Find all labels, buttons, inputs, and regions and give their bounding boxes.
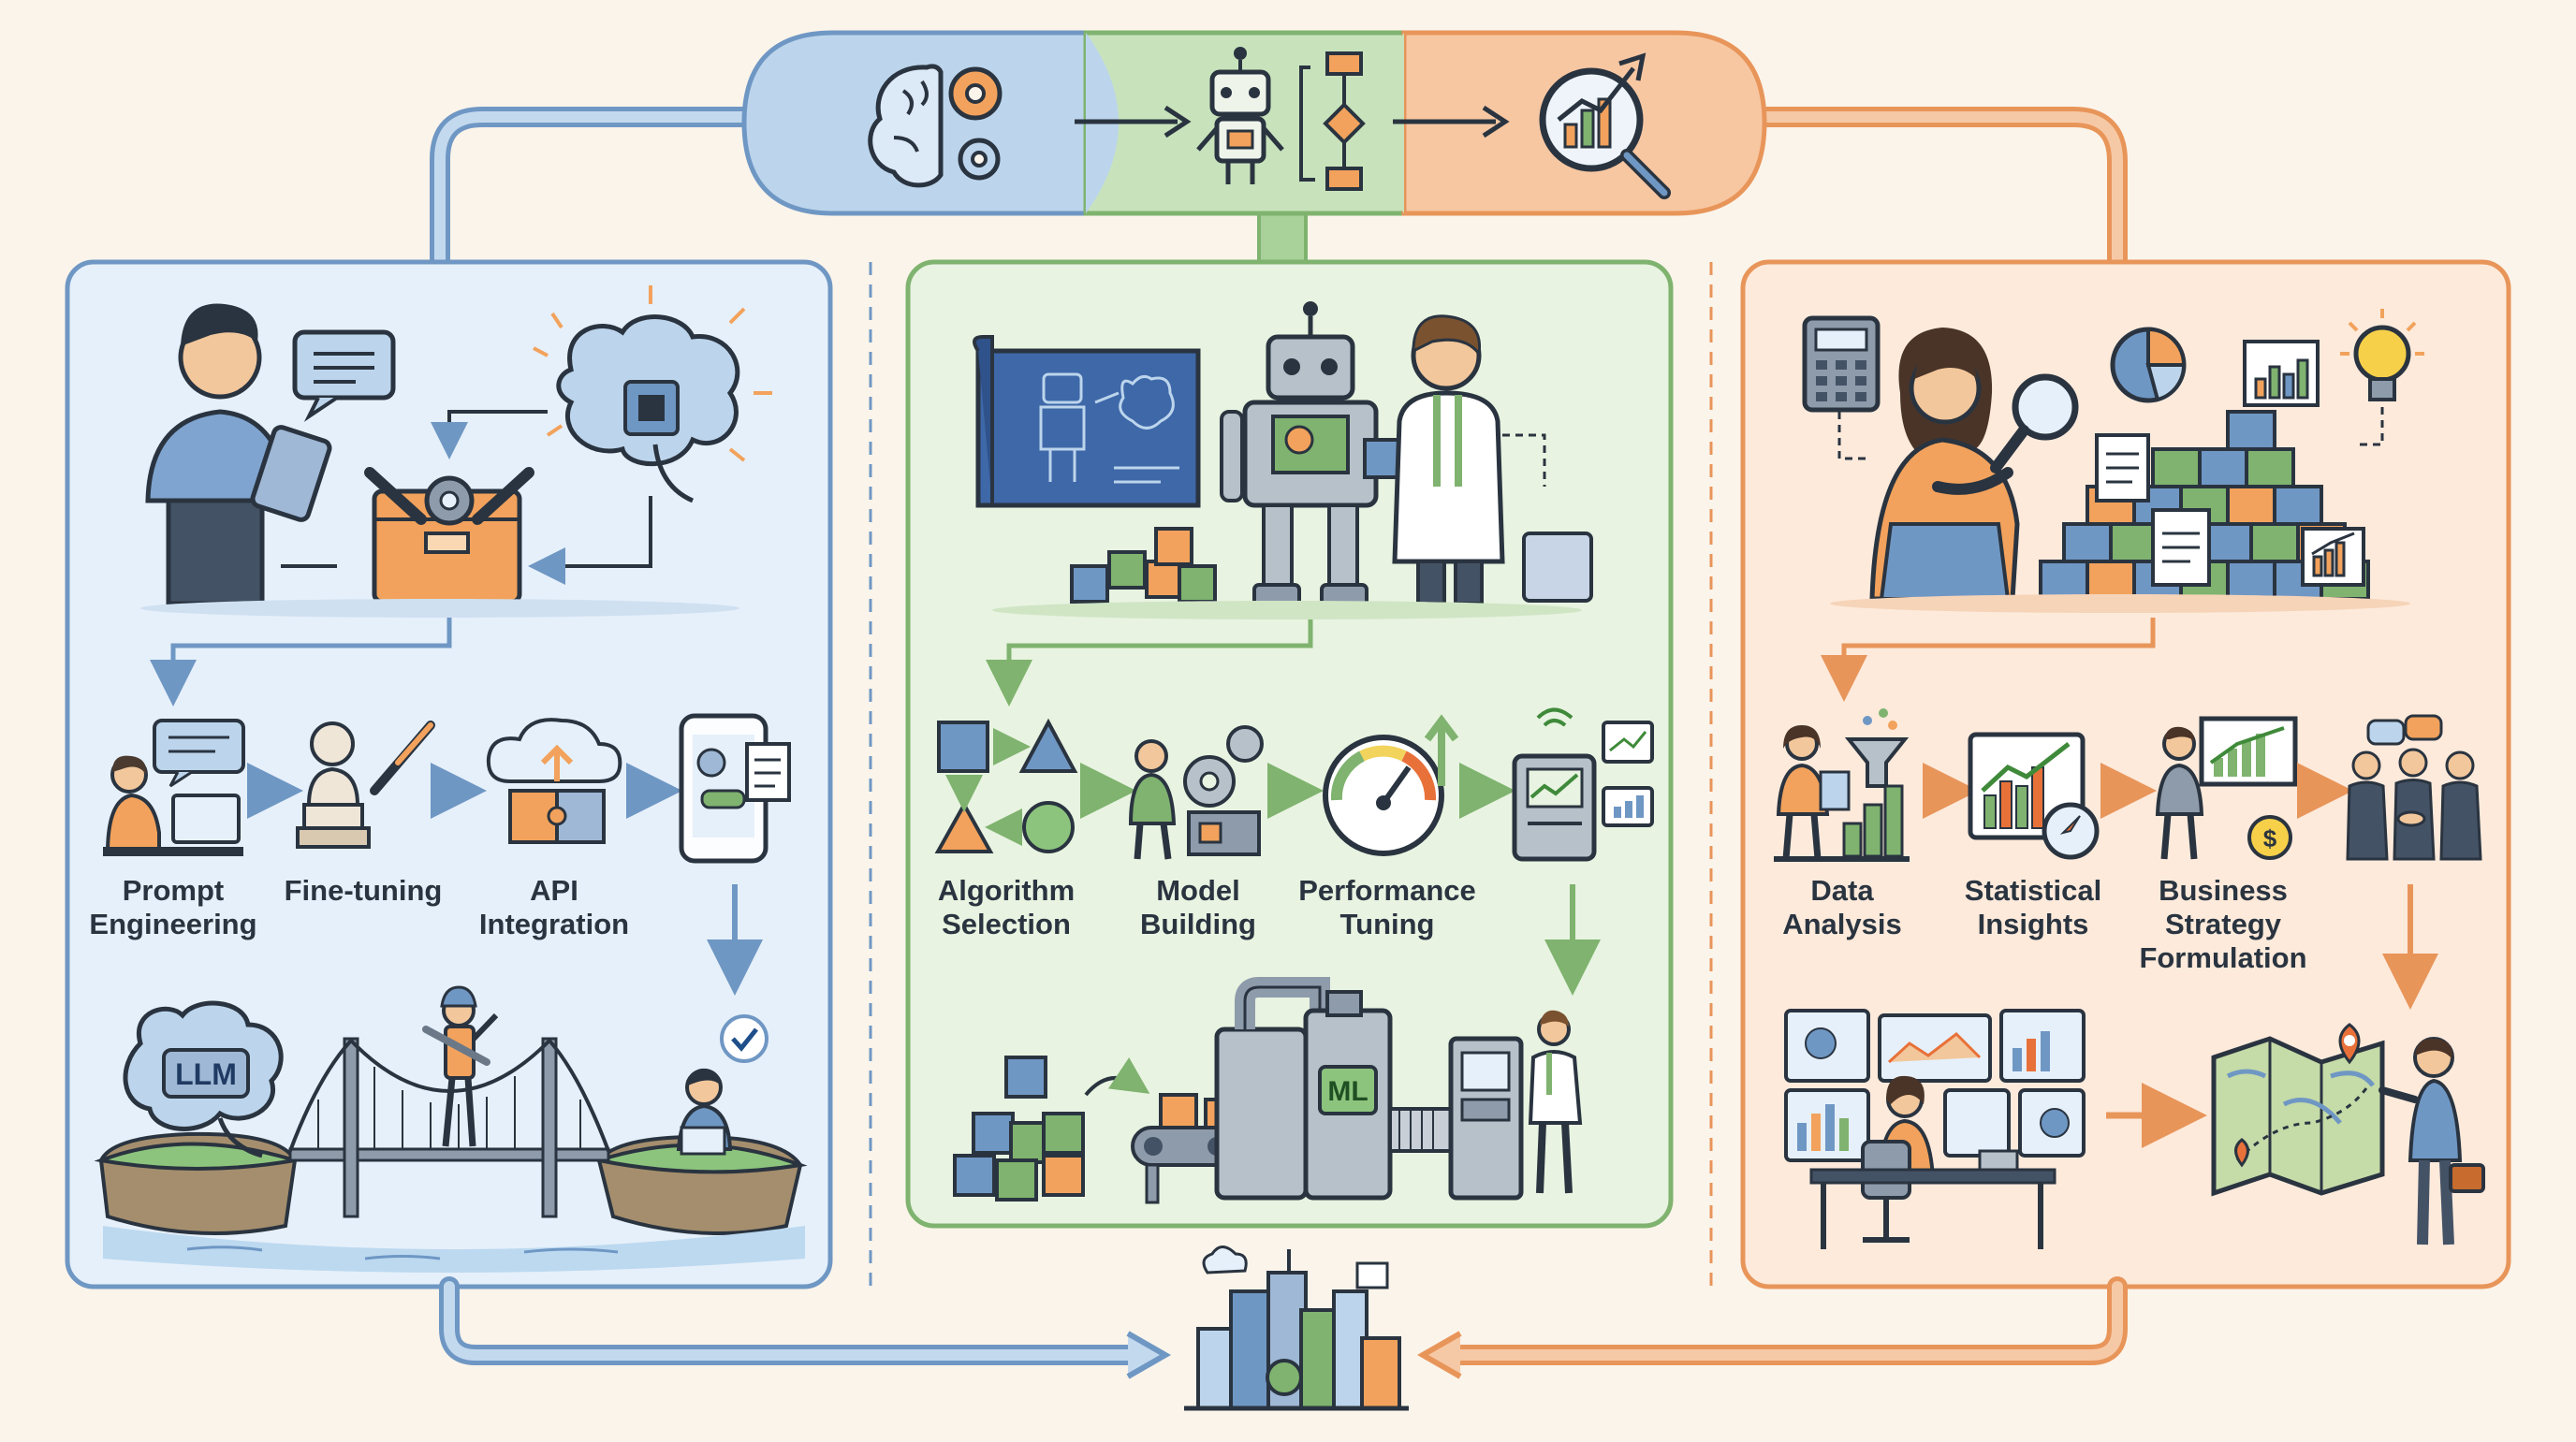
person-tablet-icon bbox=[145, 303, 396, 606]
step-label: Analysis bbox=[1782, 908, 1902, 940]
brain-gears-icon bbox=[868, 64, 1003, 188]
step-label: Tuning bbox=[1340, 908, 1435, 940]
blueprint-icon bbox=[973, 335, 1201, 508]
step-label: Engineering bbox=[89, 908, 256, 940]
scientist-icon bbox=[1392, 314, 1593, 605]
llm-bridge-scene: LLM bbox=[94, 985, 808, 1273]
pie-chart-icon bbox=[2110, 327, 2187, 403]
step-label: Data bbox=[1810, 874, 1874, 907]
prompt-engineering-icon bbox=[103, 719, 245, 856]
step-label: Integration bbox=[479, 908, 629, 940]
step-label: Fine-tuning bbox=[285, 874, 443, 907]
svg-text:$: $ bbox=[2263, 824, 2277, 852]
ml-badge: ML bbox=[1327, 1076, 1368, 1107]
calculator-icon bbox=[1802, 315, 1881, 460]
step-label: Statistical bbox=[1965, 874, 2101, 907]
strategy-map-icon bbox=[2211, 1023, 2485, 1245]
step-label: Selection bbox=[942, 908, 1071, 940]
lightbulb-icon bbox=[2340, 309, 2424, 446]
model-building-icon bbox=[1128, 725, 1264, 860]
analyst-woman-icon bbox=[1869, 328, 2079, 602]
data-analysis-icon bbox=[1774, 708, 1910, 862]
robot-icon bbox=[1220, 301, 1404, 607]
fine-tuning-icon bbox=[296, 721, 435, 849]
city-skyline-icon bbox=[1184, 1245, 1409, 1411]
business-strategy-icon: $ bbox=[2155, 716, 2298, 860]
header-pill bbox=[741, 30, 1767, 216]
bottom-connectors bbox=[439, 1276, 2128, 1379]
phone-chatbot-icon bbox=[679, 713, 791, 864]
step-label: Formulation bbox=[2139, 941, 2306, 974]
api-integration-icon bbox=[486, 718, 622, 844]
left-panel: Prompt Engineering Fine-tuning API Integ… bbox=[65, 259, 833, 1289]
dashboard-desk-scene bbox=[1784, 1009, 2086, 1249]
monitoring-device-icon bbox=[1512, 707, 1654, 862]
toolbox-icon bbox=[364, 467, 534, 604]
middle-panel: Algorithm Selection Model Building Perfo… bbox=[905, 259, 1674, 1229]
step-label: Business bbox=[2159, 874, 2288, 907]
step-label: Insights bbox=[1978, 908, 2089, 940]
step-label: Strategy bbox=[2165, 908, 2282, 940]
step-label: Algorithm bbox=[938, 874, 1075, 907]
step-label: Building bbox=[1140, 908, 1256, 940]
step-label: Prompt bbox=[123, 874, 225, 907]
llm-badge: LLM bbox=[175, 1057, 237, 1091]
right-panel: $ Data Analysis Statistical Insights Bus… bbox=[1740, 259, 2511, 1289]
step-label: Performance bbox=[1298, 874, 1476, 907]
performance-tuning-gauge-icon bbox=[1323, 714, 1459, 856]
step-label: Model bbox=[1156, 874, 1240, 907]
step-label: API bbox=[530, 874, 578, 907]
ml-factory-scene: ML bbox=[953, 977, 1583, 1204]
statistical-insights-icon bbox=[1968, 732, 2100, 860]
magnifier-chart-icon bbox=[1539, 52, 1671, 199]
algorithm-selection-icon bbox=[934, 718, 1078, 853]
business-team-handshake-icon bbox=[2346, 714, 2482, 861]
ai-brain-chip-icon bbox=[533, 285, 772, 503]
robot-flowchart-icon bbox=[1196, 47, 1366, 191]
